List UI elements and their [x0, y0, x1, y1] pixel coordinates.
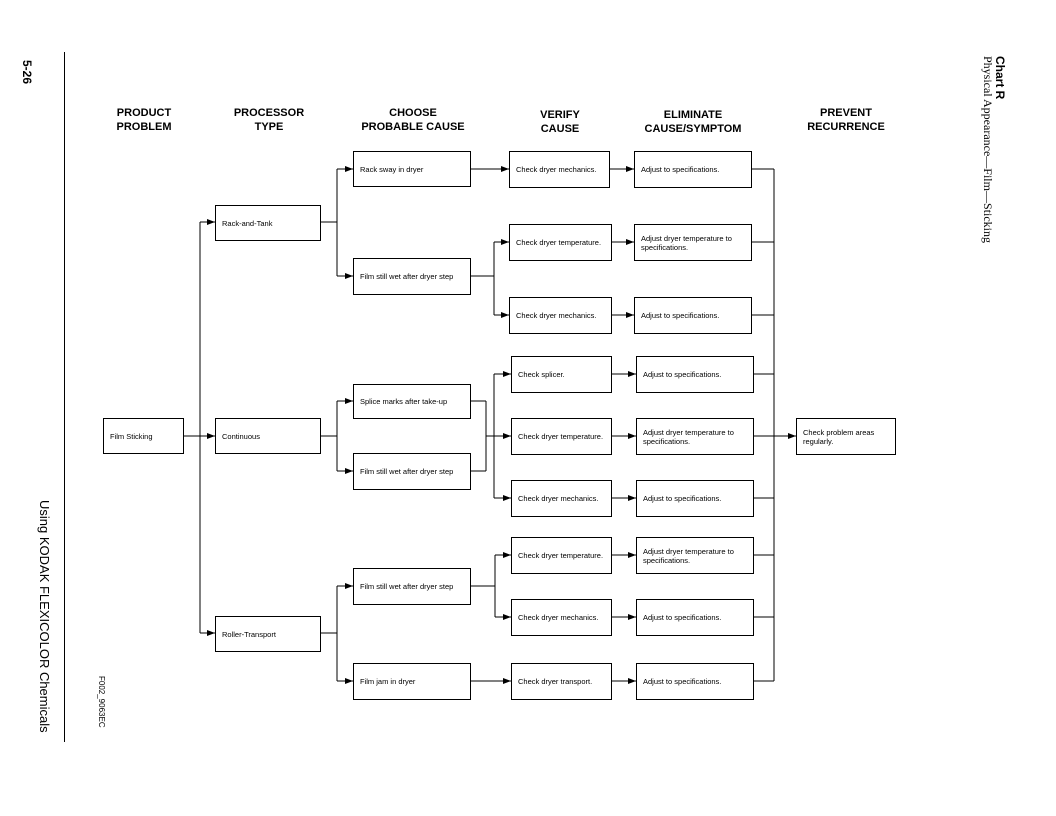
heading-product-problem: PRODUCT PROBLEM — [74, 106, 214, 134]
heading-line: PROBLEM — [116, 121, 172, 133]
heading-line: TYPE — [254, 121, 284, 133]
eliminate-box: Adjust to specifications. — [636, 663, 754, 700]
cause-box: Film still wet after dryer step — [353, 568, 471, 605]
heading-line: VERIFY — [540, 109, 580, 121]
heading-line: PROCESSOR — [233, 107, 305, 119]
problem-box: Film Sticking — [103, 418, 184, 454]
cause-box: Film still wet after dryer step — [353, 258, 471, 295]
heading-line: CHOOSE — [389, 107, 437, 119]
heading-line: ELIMINATE — [663, 109, 723, 121]
prevent-box: Check problem areas regularly. — [796, 418, 896, 455]
eliminate-box: Adjust to specifications. — [636, 599, 754, 636]
eliminate-box: Adjust to specifications. — [636, 356, 754, 393]
eliminate-box: Adjust dryer temperature to specificatio… — [636, 418, 754, 455]
verify-box: Check dryer mechanics. — [511, 599, 612, 636]
heading-line: PRODUCT — [116, 107, 172, 119]
eliminate-box: Adjust to specifications. — [636, 480, 754, 517]
verify-box: Check dryer temperature. — [509, 224, 612, 261]
verify-box: Check dryer transport. — [511, 663, 612, 700]
heading-line: PROBABLE CAUSE — [361, 121, 465, 133]
verify-box: Check dryer temperature. — [511, 537, 612, 574]
eliminate-box: Adjust dryer temperature to specificatio… — [634, 224, 752, 261]
verify-box: Check dryer temperature. — [511, 418, 612, 455]
cause-box: Rack sway in dryer — [353, 151, 471, 187]
heading-probable-cause: CHOOSE PROBABLE CAUSE — [343, 106, 483, 134]
verify-box: Check splicer. — [511, 356, 612, 393]
heading-line: RECURRENCE — [807, 121, 885, 133]
heading-line: CAUSE/SYMPTOM — [644, 123, 742, 135]
processor-box: Rack-and-Tank — [215, 205, 321, 241]
margin-rule — [64, 52, 65, 742]
heading-prevent: PREVENT RECURRENCE — [776, 106, 916, 134]
heading-eliminate: ELIMINATE CAUSE/SYMPTOM — [623, 108, 763, 136]
cause-box: Splice marks after take-up — [353, 384, 471, 419]
heading-verify-cause: VERIFY CAUSE — [490, 108, 630, 136]
verify-box: Check dryer mechanics. — [509, 151, 610, 188]
eliminate-box: Adjust dryer temperature to specificatio… — [636, 537, 754, 574]
cause-box: Film still wet after dryer step — [353, 453, 471, 490]
verify-box: Check dryer mechanics. — [509, 297, 612, 334]
heading-line: PREVENT — [820, 107, 872, 119]
verify-box: Check dryer mechanics. — [511, 480, 612, 517]
heading-line: CAUSE — [540, 123, 580, 135]
cause-box: Film jam in dryer — [353, 663, 471, 700]
eliminate-box: Adjust to specifications. — [634, 151, 752, 188]
heading-processor-type: PROCESSOR TYPE — [199, 106, 339, 134]
processor-box: Roller-Transport — [215, 616, 321, 652]
processor-box: Continuous — [215, 418, 321, 454]
eliminate-box: Adjust to specifications. — [634, 297, 752, 334]
